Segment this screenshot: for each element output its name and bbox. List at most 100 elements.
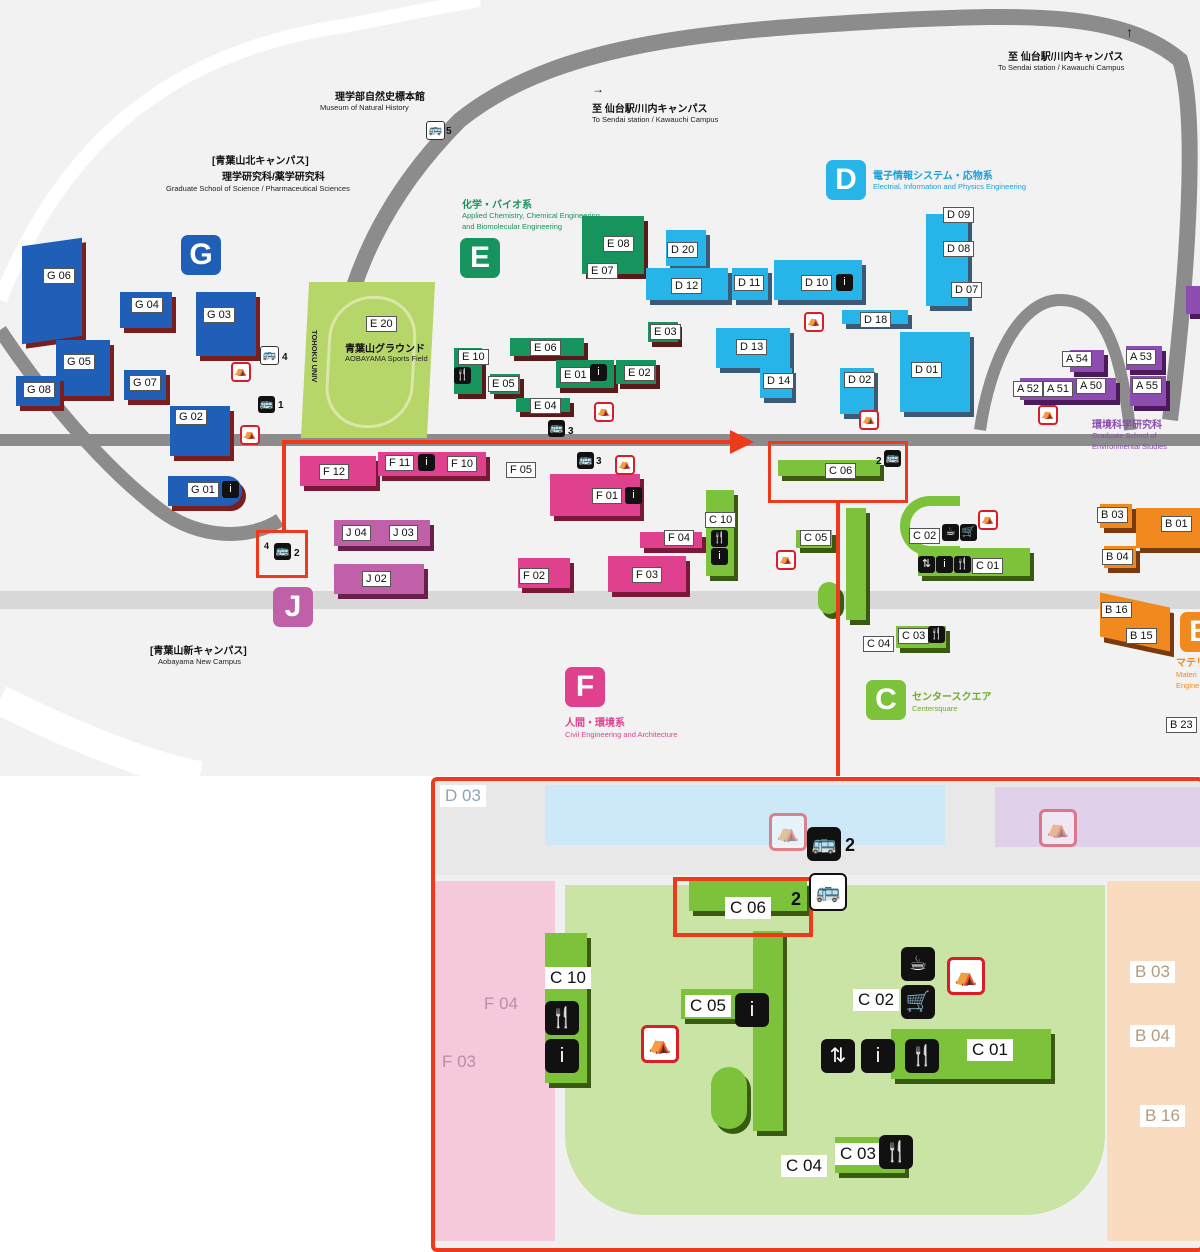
label-a55[interactable]: A 55 — [1132, 378, 1163, 394]
label-b23[interactable]: B 23 — [1166, 717, 1197, 733]
label-g07[interactable]: G 07 — [129, 375, 161, 391]
label-b16[interactable]: B 16 — [1101, 602, 1132, 618]
label-e01[interactable]: E 01 — [560, 367, 591, 383]
info-icon[interactable]: i — [836, 274, 853, 291]
label-f04[interactable]: F 04 — [664, 530, 695, 546]
inset-info-icon[interactable]: i — [735, 993, 769, 1027]
zone-c-badge[interactable]: C — [866, 680, 906, 720]
inset-label-c05[interactable]: C 05 — [685, 995, 731, 1017]
info-icon[interactable]: i — [711, 548, 728, 565]
subway-icon[interactable]: 🚌 — [258, 396, 275, 413]
inset-toilet-icon[interactable]: ⛺ — [641, 1025, 679, 1063]
label-f11[interactable]: F 11 — [385, 455, 415, 471]
toilet-icon[interactable]: ⛺ — [776, 550, 796, 570]
inset-label-c02[interactable]: C 02 — [853, 989, 899, 1011]
label-j03[interactable]: J 03 — [389, 525, 418, 541]
label-d18[interactable]: D 18 — [860, 312, 892, 328]
zone-d-badge[interactable]: D — [826, 160, 866, 200]
bus-stop-icon[interactable]: 🚌 — [577, 452, 594, 469]
label-d14[interactable]: D 14 — [763, 373, 795, 389]
inset-label-f04[interactable]: F 04 — [484, 994, 519, 1013]
label-d10[interactable]: D 10 — [801, 275, 833, 291]
inset-label-f03[interactable]: F 03 — [442, 1052, 477, 1071]
label-d20[interactable]: D 20 — [667, 242, 699, 258]
restaurant-icon[interactable]: 🍴 — [954, 556, 971, 573]
inset-elevator-icon[interactable]: ⇅ — [821, 1039, 855, 1073]
label-a52[interactable]: A 52 — [1013, 381, 1044, 397]
restaurant-icon[interactable]: 🍴 — [454, 367, 471, 384]
inset-label-c06[interactable]: C 06 — [725, 897, 771, 919]
inset-toilet-icon[interactable]: ⛺ — [947, 957, 985, 995]
label-f02[interactable]: F 02 — [519, 568, 550, 584]
label-e07[interactable]: E 07 — [587, 263, 618, 279]
zone-e-badge[interactable]: E — [460, 238, 500, 278]
label-c02[interactable]: C 02 — [909, 528, 941, 544]
label-g06[interactable]: G 06 — [43, 268, 75, 284]
bus-stop-icon[interactable]: 🚌 — [884, 450, 901, 467]
inset-restaurant-icon[interactable]: 🍴 — [879, 1135, 913, 1169]
info-icon[interactable]: i — [936, 556, 953, 573]
label-f12[interactable]: F 12 — [319, 464, 350, 480]
inset-shop-icon[interactable]: 🛒 — [901, 985, 935, 1019]
label-f05[interactable]: F 05 — [506, 462, 537, 478]
inset-label-c04[interactable]: C 04 — [781, 1155, 827, 1177]
label-f01[interactable]: F 01 — [592, 488, 623, 504]
label-a50[interactable]: A 50 — [1076, 378, 1107, 394]
info-icon[interactable]: i — [222, 481, 239, 498]
inset-label-b16[interactable]: B 16 — [1140, 1105, 1185, 1127]
label-b15[interactable]: B 15 — [1126, 628, 1157, 644]
elevator-icon[interactable]: ⇅ — [918, 556, 935, 573]
toilet-icon[interactable]: ⛺ — [240, 425, 260, 445]
label-e03[interactable]: E 03 — [650, 324, 681, 340]
bus-stop-icon[interactable]: 🚌 — [260, 346, 279, 365]
label-g01[interactable]: G 01 — [187, 482, 219, 498]
label-e08[interactable]: E 08 — [603, 236, 634, 252]
info-icon[interactable]: i — [625, 487, 642, 504]
toilet-icon[interactable]: ⛺ — [804, 312, 824, 332]
zone-f-badge[interactable]: F — [565, 667, 605, 707]
inset-info-icon[interactable]: i — [545, 1039, 579, 1073]
label-d07[interactable]: D 07 — [951, 282, 983, 298]
label-b01[interactable]: B 01 — [1161, 516, 1192, 532]
bus-stop-icon[interactable]: 🚌 — [548, 420, 565, 437]
label-g02[interactable]: G 02 — [175, 409, 207, 425]
label-j04[interactable]: J 04 — [342, 525, 371, 541]
label-c06[interactable]: C 06 — [825, 463, 857, 479]
label-e05[interactable]: E 05 — [488, 376, 519, 392]
zone-g-badge[interactable]: G — [181, 235, 221, 275]
label-d11[interactable]: D 11 — [734, 275, 765, 291]
label-a51[interactable]: A 51 — [1043, 381, 1074, 397]
toilet-icon[interactable]: ⛺ — [615, 455, 635, 475]
label-j02[interactable]: J 02 — [362, 571, 391, 587]
inset-toilet-icon[interactable]: ⛺ — [769, 813, 807, 851]
inset-bus-stop-icon[interactable]: 🚌 — [807, 827, 841, 861]
label-c10[interactable]: C 10 — [705, 512, 737, 528]
toilet-icon[interactable]: ⛺ — [1038, 405, 1058, 425]
cafe-icon[interactable]: ☕ — [942, 524, 959, 541]
shop-icon[interactable]: 🛒 — [960, 524, 977, 541]
inset-label-b03[interactable]: B 03 — [1130, 961, 1175, 983]
label-c01[interactable]: C 01 — [972, 558, 1004, 574]
label-b03[interactable]: B 03 — [1097, 507, 1128, 523]
restaurant-icon[interactable]: 🍴 — [928, 626, 945, 643]
inset-toilet-icon[interactable]: ⛺ — [1039, 809, 1077, 847]
inset-cafe-icon[interactable]: ☕ — [901, 947, 935, 981]
label-d12[interactable]: D 12 — [671, 278, 703, 294]
inset-info-icon[interactable]: i — [861, 1039, 895, 1073]
label-e10[interactable]: E 10 — [458, 349, 489, 365]
zone-j-badge[interactable]: J — [273, 587, 313, 627]
label-a53[interactable]: A 53 — [1126, 349, 1157, 365]
label-a54[interactable]: A 54 — [1062, 351, 1093, 367]
label-f10[interactable]: F 10 — [447, 456, 478, 472]
label-d09[interactable]: D 09 — [943, 207, 975, 223]
bus-stop-icon[interactable]: 🚌 — [426, 121, 445, 140]
info-icon[interactable]: i — [590, 364, 607, 381]
inset-restaurant-icon[interactable]: 🍴 — [905, 1039, 939, 1073]
label-b04[interactable]: B 04 — [1102, 549, 1133, 565]
inset-bus-icon[interactable]: 🚌 — [809, 873, 847, 911]
info-icon[interactable]: i — [418, 454, 435, 471]
label-e04[interactable]: E 04 — [530, 398, 561, 414]
label-g05[interactable]: G 05 — [63, 354, 95, 370]
inset-label-c10[interactable]: C 10 — [545, 967, 591, 989]
label-e06[interactable]: E 06 — [530, 340, 561, 356]
